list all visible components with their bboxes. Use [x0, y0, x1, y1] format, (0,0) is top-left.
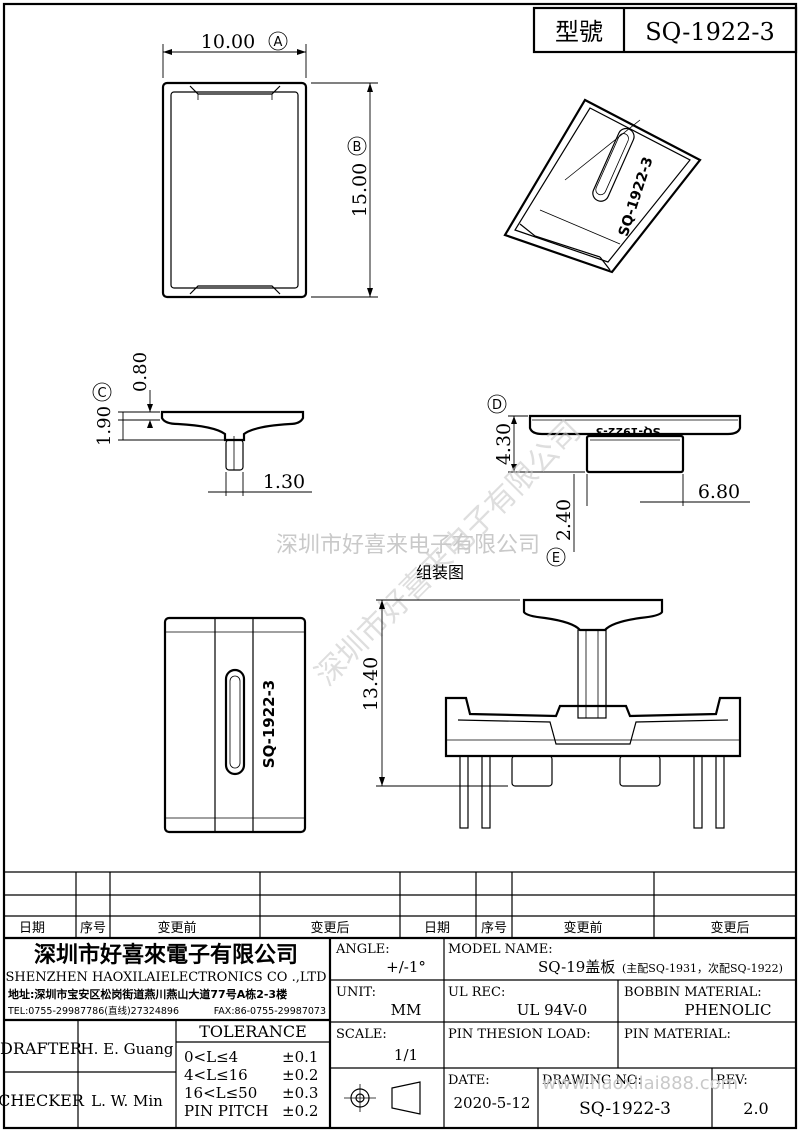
tolerance-range-2: 16<L≤50 — [184, 1084, 257, 1102]
model-number: SQ-1922-3 — [645, 18, 775, 46]
model-label: 型號 — [555, 18, 603, 46]
projection-symbol-icon — [344, 1081, 421, 1115]
checker-label: CHECKER — [0, 1091, 85, 1110]
side-view-left: 0.80 1.90 C 1.30 — [92, 352, 312, 496]
watermark-company: 深圳市好喜来电子有限公司 — [276, 533, 540, 558]
rev-header-date-2: 日期 — [424, 921, 450, 936]
pin-tension-label: PIN THESION LOAD: — [448, 1027, 591, 1042]
title-block: 深圳市好喜來電子有限公司 SHENZHEN HAOXILAIELECTRONIC… — [0, 938, 796, 1128]
model-name-label: MODEL NAME: — [448, 942, 553, 957]
company-address: 地址:深圳市宝安区松岗街道燕川燕山大道77号A栋2-3楼 — [8, 987, 287, 1001]
company-name-en: SHENZHEN HAOXILAIELECTRONICS CO .,LTD — [5, 970, 326, 985]
angle-value: +/-1° — [386, 958, 426, 976]
marker-c: C — [97, 386, 106, 401]
tolerance-value-0: ±0.1 — [282, 1048, 318, 1066]
tolerance-range-0: 0<L≤4 — [184, 1048, 238, 1066]
top-view: 10.00 A 15.00 B — [161, 31, 378, 299]
dim-assembly-height: 13.40 — [360, 657, 382, 711]
marker-e: E — [552, 551, 560, 566]
marker-d: D — [492, 398, 502, 413]
dim-height-e: 2.40 — [553, 499, 575, 541]
tolerance-value-2: ±0.3 — [282, 1084, 318, 1102]
marker-b: B — [353, 140, 362, 155]
dim-pin-width: 1.30 — [263, 471, 305, 493]
model-name-value: SQ-19盖板 — [538, 958, 615, 976]
date-value: 2020-5-12 — [454, 1094, 531, 1112]
checker-name: L. W. Min — [91, 1092, 163, 1110]
drawing-no-label: DRAWING NO: — [542, 1073, 642, 1088]
revision-table: 日期 序号 变更前 变更后 日期 序号 变更前 变更后 — [4, 871, 796, 940]
tolerance-title: TOLERANCE — [199, 1022, 307, 1041]
date-label: DATE: — [448, 1073, 490, 1088]
model-name-note: (主配SQ-1931，次配SQ-1922) — [622, 961, 783, 975]
company-tel: TEL:0755-29987786(直线)27324896 — [7, 1005, 179, 1017]
drafter-label: DRAFTER — [0, 1039, 83, 1058]
top-title-block: 型號 SQ-1922-3 — [532, 6, 798, 54]
rev-label: REV: — [716, 1073, 748, 1088]
ul-rec-value: UL 94V-0 — [517, 1001, 588, 1019]
rev-header-after-2: 变更后 — [710, 920, 749, 936]
angle-label: ANGLE: — [335, 942, 390, 957]
unit-label: UNIT: — [336, 985, 376, 1000]
tolerance-value-1: ±0.2 — [282, 1066, 318, 1084]
drawing-no-value: SQ-1922-3 — [579, 1099, 671, 1119]
bobbin-material-label: BOBBIN MATERIAL: — [624, 985, 762, 1000]
unit-value: MM — [391, 1001, 422, 1019]
company-name-cn: 深圳市好喜來電子有限公司 — [34, 942, 298, 968]
tolerance-range-1: 4<L≤16 — [184, 1066, 248, 1084]
tolerance-range-3: PIN PITCH — [184, 1102, 269, 1120]
company-fax: FAX:86-0755-29987073 — [214, 1006, 326, 1017]
dim-height-c: 1.90 — [94, 406, 115, 446]
scale-value: 1/1 — [394, 1046, 418, 1064]
rev-value: 2.0 — [743, 1099, 768, 1118]
dim-width-a: 10.00 — [201, 31, 255, 53]
rev-header-seq-2: 序号 — [481, 921, 507, 936]
dim-length-b: 15.00 — [349, 163, 371, 217]
rev-header-before-2: 变更前 — [563, 920, 602, 936]
ul-rec-label: UL REC: — [448, 985, 505, 1000]
rev-header-date-1: 日期 — [19, 921, 45, 936]
rev-header-after-1: 变更后 — [310, 920, 349, 936]
rev-header-before-1: 变更前 — [157, 920, 196, 936]
pin-material-label: PIN MATERIAL: — [624, 1027, 731, 1042]
dim-width-side: 6.80 — [698, 481, 740, 503]
assembly-label: 组装图 — [416, 563, 464, 582]
watermark-url: www.haoxilai888.com — [542, 1073, 738, 1094]
assembly-view: 13.40 — [360, 598, 742, 829]
side-marking-mirror: SQ-1922-3 — [596, 425, 661, 438]
isometric-view: SQ-1922-3 — [503, 98, 702, 274]
marker-a: A — [274, 35, 283, 50]
bottom-view: SQ-1922-3 — [163, 616, 307, 834]
drafter-name: H. E. Guang — [81, 1040, 174, 1058]
bobbin-material-value: PHENOLIC — [685, 1001, 772, 1019]
bottom-marking: SQ-1922-3 — [260, 680, 278, 768]
rev-header-seq-1: 序号 — [80, 921, 106, 936]
tolerance-value-3: ±0.2 — [282, 1102, 318, 1120]
scale-label: SCALE: — [336, 1027, 387, 1042]
dim-height-d: 4.30 — [493, 423, 515, 465]
side-view-right: SQ-1922-3 4.30 D 6.80 2.40 E — [487, 394, 750, 567]
dim-cap-thickness: 0.80 — [130, 352, 151, 392]
